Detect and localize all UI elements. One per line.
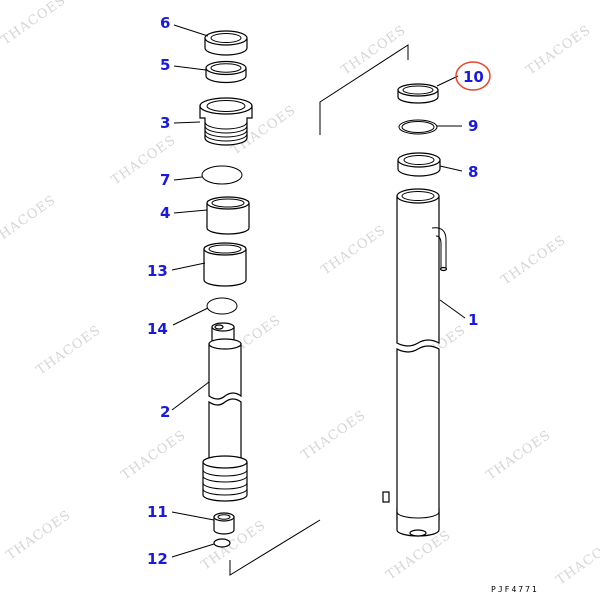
callout-8[interactable]: 8 — [468, 163, 478, 181]
callout-9[interactable]: 9 — [468, 117, 478, 135]
part-3-cap — [199, 97, 253, 146]
watermark: THACOES — [524, 23, 594, 79]
watermark: THACOES — [119, 428, 189, 484]
part-7-o-ring — [201, 165, 243, 185]
callout-3[interactable]: 3 — [160, 114, 170, 132]
watermark: THACOES — [299, 408, 369, 464]
assembly-bracket — [229, 44, 409, 576]
part-1-cylinder-tube — [382, 188, 448, 537]
watermark: THACOES — [4, 508, 74, 564]
part-10-seal — [397, 83, 439, 104]
part-8-ring — [397, 152, 441, 177]
watermark: THACOES — [34, 323, 104, 379]
callout-2[interactable]: 2 — [160, 403, 170, 421]
callout-12[interactable]: 12 — [147, 550, 168, 568]
callout-7[interactable]: 7 — [160, 171, 170, 189]
callout-1[interactable]: 1 — [468, 311, 478, 329]
watermark: THACOES — [484, 428, 554, 484]
callout-6[interactable]: 6 — [160, 14, 170, 32]
watermark: THACOES — [319, 223, 389, 279]
callout-13[interactable]: 13 — [147, 262, 168, 280]
part-14-o-ring — [206, 297, 238, 315]
highlight-circle — [455, 61, 491, 91]
part-6-nut — [204, 30, 248, 56]
part-2-piston-rod — [202, 322, 248, 502]
drawing-code: PJF4771 — [491, 585, 539, 594]
callout-10[interactable]: 10 — [463, 68, 484, 86]
part-4-bushing — [206, 196, 250, 235]
watermark: THACOES — [554, 533, 600, 589]
callout-5[interactable]: 5 — [160, 56, 170, 74]
watermark: THACOES — [0, 193, 59, 249]
watermark: THACOES — [0, 0, 69, 48]
part-5-ring — [205, 60, 247, 84]
part-12-ring — [213, 538, 231, 548]
part-9-o-ring — [398, 119, 438, 135]
part-11-bushing — [213, 512, 235, 535]
callout-4[interactable]: 4 — [160, 204, 170, 222]
callout-11[interactable]: 11 — [147, 503, 168, 521]
watermark: THACOES — [499, 233, 569, 289]
leader-lines — [171, 24, 466, 558]
watermark: THACOES — [339, 23, 409, 79]
callout-14[interactable]: 14 — [147, 320, 168, 338]
part-13-bushing — [203, 242, 247, 287]
